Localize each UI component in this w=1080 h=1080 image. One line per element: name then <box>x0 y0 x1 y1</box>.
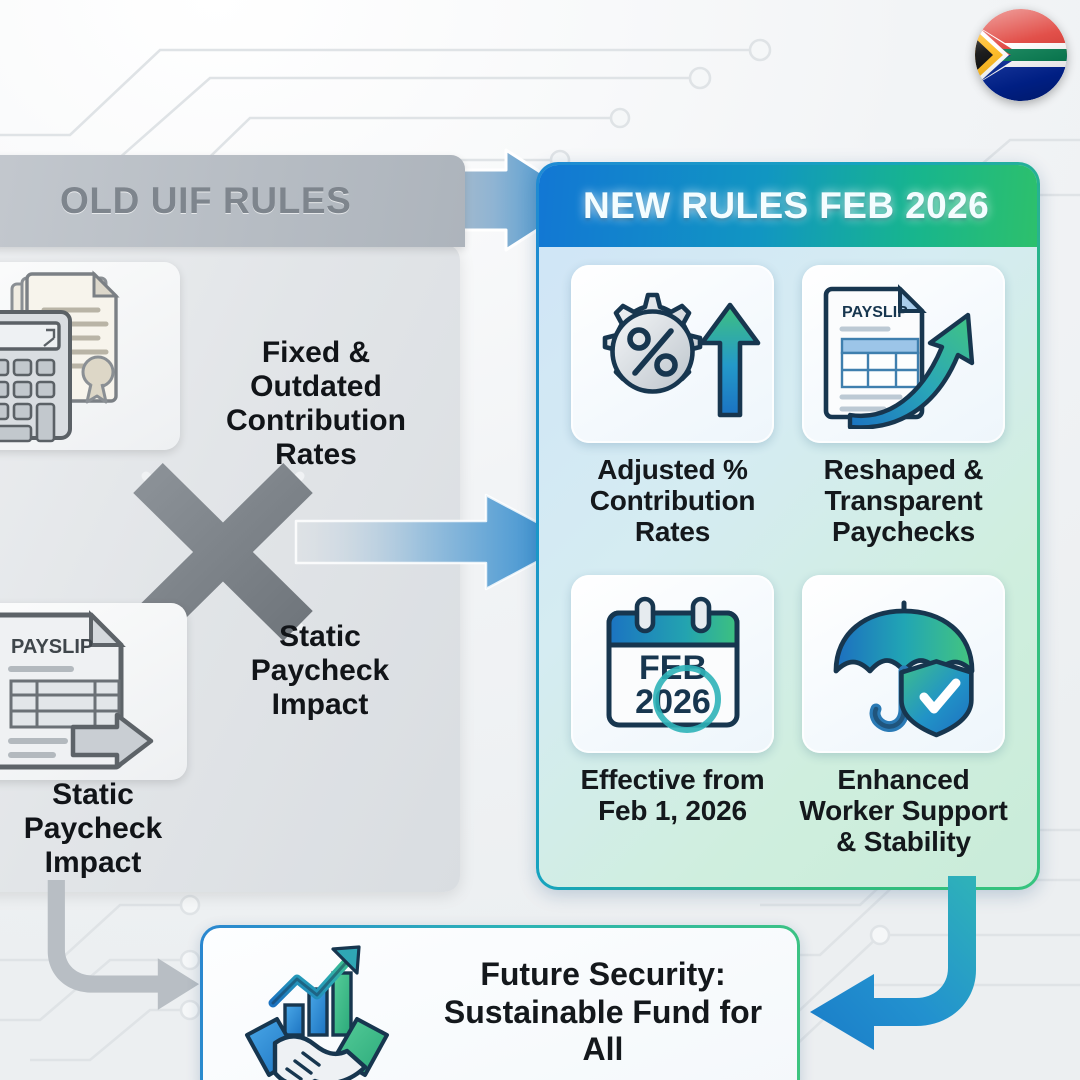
feature-icon-box: PAYSLIP <box>802 265 1005 443</box>
old-item-label-paycheck: Static Paycheck Impact <box>250 620 390 721</box>
calendar-feb-2026-icon: FEB 2026 <box>606 596 739 733</box>
payslip-rising-arrow-icon: PAYSLIP <box>823 284 974 429</box>
old-item-card-paycheck: PAYSLIP <box>0 603 187 780</box>
south-africa-flag-icon <box>975 9 1067 101</box>
feature-adjusted-rates[interactable]: Adjusted % Contribution Rates <box>561 265 784 569</box>
calendar-year-text: 2026 <box>635 683 711 721</box>
new-rules-header: NEW RULES FEB 2026 <box>539 165 1037 247</box>
future-security-label: Future Security: Sustainable Fund for Al… <box>443 955 763 1068</box>
new-rules-header-label: NEW RULES FEB 2026 <box>583 185 990 226</box>
old-panel-caption: Static Paycheck Impact <box>23 778 163 879</box>
feature-worker-support[interactable]: Enhanced Worker Support & Stability <box>792 575 1015 879</box>
svg-text:PAYSLIP: PAYSLIP <box>11 636 93 658</box>
elbow-arrow-down-right-icon <box>47 880 200 1010</box>
umbrella-shield-check-icon <box>833 600 974 738</box>
feature-label: Effective from Feb 1, 2026 <box>580 764 765 826</box>
new-rules-panel-inner: NEW RULES FEB 2026 <box>539 165 1037 887</box>
old-to-new-middle-arrow-icon <box>294 493 576 591</box>
calculator-documents-icon <box>0 270 120 443</box>
svg-text:PAYSLIP: PAYSLIP <box>842 304 908 321</box>
feature-icon-box: FEB 2026 <box>571 575 774 753</box>
payslip-arrow-icon: PAYSLIP <box>0 610 154 770</box>
feature-icon-box <box>571 265 774 443</box>
feature-label: Adjusted % Contribution Rates <box>589 454 756 547</box>
gear-percent-up-arrow-icon <box>602 292 760 418</box>
old-item-card-rates <box>0 262 180 450</box>
feature-transparent-paychecks[interactable]: PAYSLIP <box>792 265 1015 569</box>
new-rules-panel: NEW RULES FEB 2026 <box>536 162 1040 890</box>
feature-label: Enhanced Worker Support & Stability <box>799 764 1008 857</box>
old-rules-header-label: OLD UIF RULES <box>60 180 352 221</box>
feature-label: Reshaped & Transparent Paychecks <box>823 454 984 547</box>
old-item-label-rates: Fixed & Outdated Contribution Rates <box>226 336 406 471</box>
elbow-arrow-down-left-icon <box>810 876 976 1050</box>
x-cross-icon <box>133 463 313 641</box>
feature-icon-box <box>802 575 1005 753</box>
old-rules-header: OLD UIF RULES <box>0 155 465 247</box>
new-rules-feature-grid: Adjusted % Contribution Rates <box>539 247 1037 887</box>
handshake-growth-chart-icon <box>245 944 389 1080</box>
south-africa-flag-badge <box>975 9 1067 101</box>
feature-effective-date[interactable]: FEB 2026 Effective from Feb 1, 2026 <box>561 575 784 879</box>
future-security-box: Future Security: Sustainable Fund for Al… <box>200 925 800 1080</box>
future-security-box-inner: Future Security: Sustainable Fund for Al… <box>203 928 797 1080</box>
